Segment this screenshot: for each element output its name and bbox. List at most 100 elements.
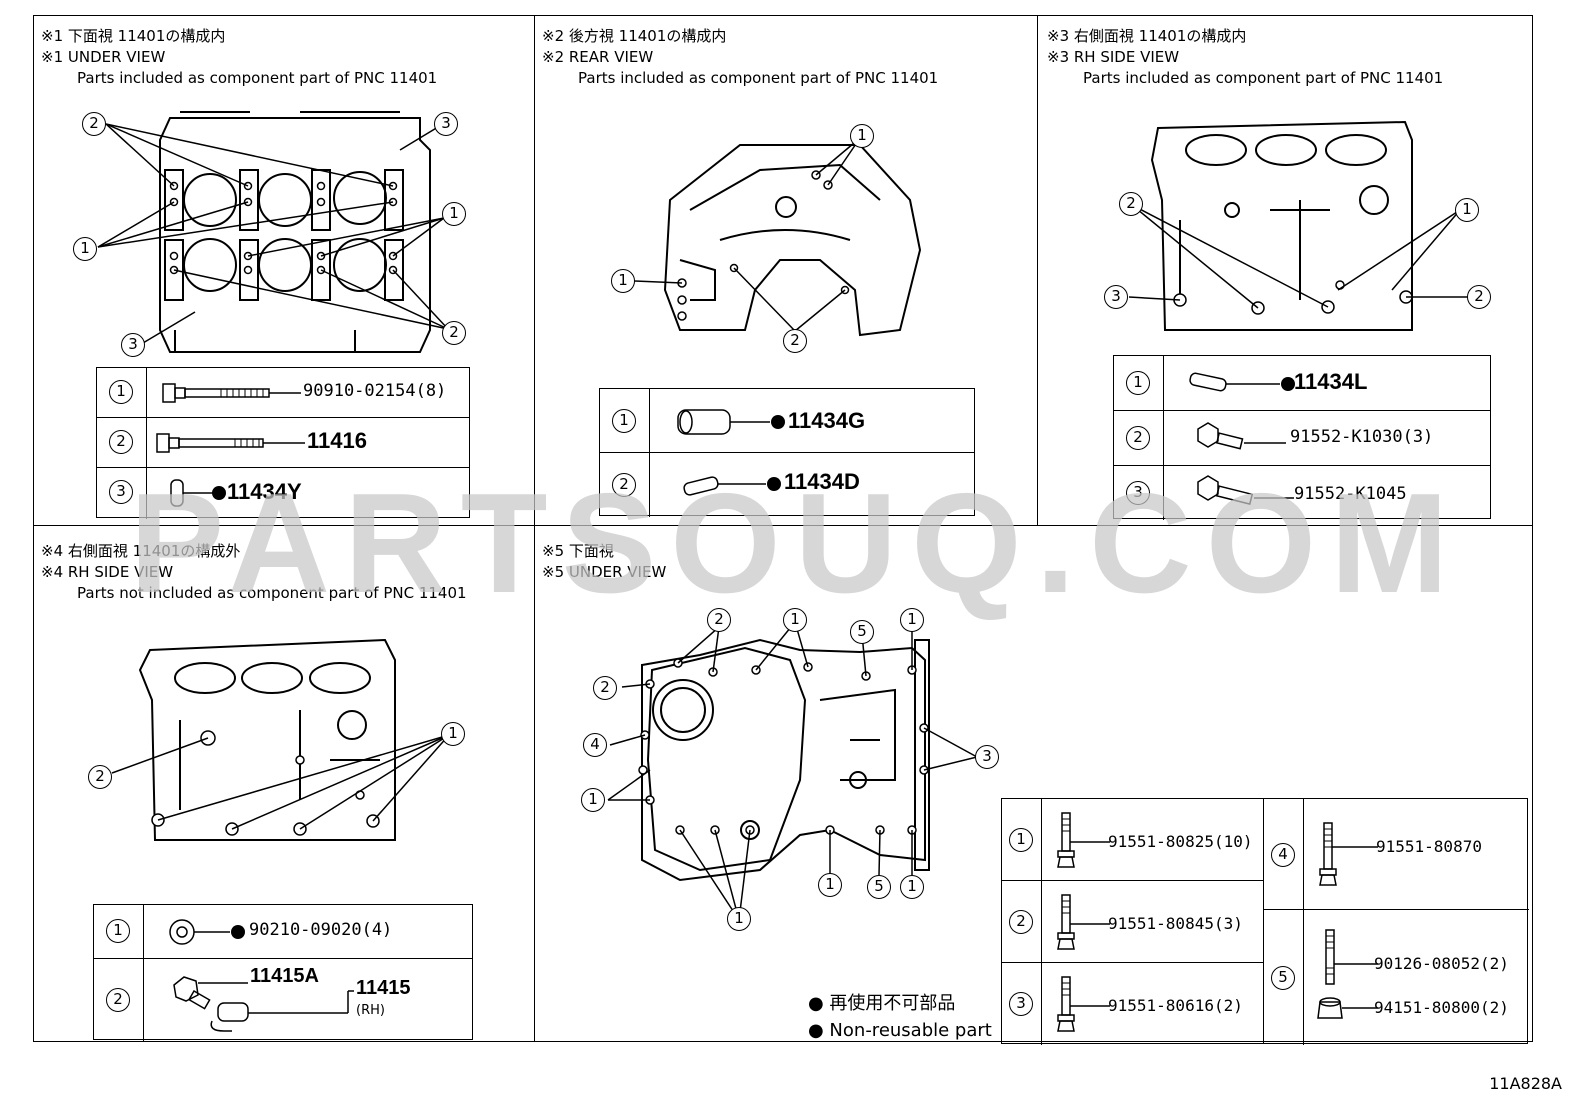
table-row: 3 91552-K1045 (1114, 466, 1490, 520)
panel2-title-jp: ※2 後方視 11401の構成内 (542, 27, 727, 45)
panel1-subtitle: Parts included as component part of PNC … (77, 69, 438, 87)
panel3-parts-table: 1 11434L 2 91552-K1030(3) 3 91552-K1045 (1113, 355, 1491, 520)
panel1-callout-3a: 3 (434, 112, 458, 136)
table-divider (1263, 799, 1264, 1043)
panel4-title-en: ※4 RH SIDE VIEW (41, 563, 174, 581)
divider-vertical-2 (1037, 15, 1038, 525)
diagram-code: 11A828A (1489, 1074, 1562, 1093)
part-number: 11416 (307, 428, 367, 453)
panel3-subtitle: Parts included as component part of PNC … (1083, 69, 1444, 87)
panel1-title-en: ※1 UNDER VIEW (41, 48, 166, 66)
panel5-callout-4: 4 (583, 733, 607, 757)
part-number-sub: 11415A (250, 965, 319, 987)
part-number: 11415 (356, 977, 411, 999)
panel4-subtitle: Parts not included as component part of … (77, 584, 467, 602)
nut-icon (169, 919, 245, 945)
bolt-icon (156, 433, 305, 453)
flange-bolt-icon (1319, 822, 1378, 886)
part-number: 91551-80845(3) (1108, 914, 1243, 933)
panel5-title-jp: ※5 下面視 (542, 542, 614, 560)
panel2-parts-table: 1 11434G 2 11434D (599, 388, 975, 517)
part-number: 11434D (784, 469, 860, 494)
table-row: 2 11416 (97, 418, 469, 468)
panel5-callout-3: 3 (975, 745, 999, 769)
panel5-parts-table: 1 91551-80825(10) 2 91551-80845(3) 3 (1001, 798, 1529, 1045)
table-row: 1 11434L (1114, 356, 1490, 411)
flange-bolt-icon (1197, 422, 1286, 450)
part-number: 94151-80800(2) (1374, 998, 1509, 1017)
table-row: 4 91551-80870 (1264, 799, 1529, 910)
legend-en: ● Non-reusable part (808, 1020, 992, 1041)
panel3-title-en: ※3 RH SIDE VIEW (1047, 48, 1180, 66)
table-row: 2 91552-K1030(3) (1114, 411, 1490, 466)
panel2-callout-2: 2 (783, 329, 807, 353)
part-note: (RH) (356, 1003, 385, 1018)
panel5-callout-2b: 2 (593, 676, 617, 700)
table-row: 2 11434D (600, 453, 974, 517)
panel4-callout-2: 2 (88, 765, 112, 789)
panel3-header: ※3 右側面視 11401の構成内 ※3 RH SIDE VIEW Parts … (1047, 26, 1443, 89)
panel4-header: ※4 右側面視 11401の構成外 ※4 RH SIDE VIEW Parts … (41, 541, 467, 604)
panel1-callout-2a: 2 (82, 112, 106, 136)
divider-vertical-1 (534, 15, 535, 1042)
panel2-callout-1b: 1 (611, 269, 635, 293)
part-number: 11434Y (227, 479, 302, 504)
flange-bolt-icon (1057, 894, 1110, 950)
pin-icon (683, 476, 781, 496)
panel3-callout-1: 1 (1455, 198, 1479, 222)
part-number: 91551-80616(2) (1108, 996, 1243, 1015)
part-number: 91551-80870 (1376, 837, 1482, 856)
bolt-icon (162, 383, 301, 403)
panel5-callout-5b: 5 (867, 875, 891, 899)
panel2-callout-1a: 1 (850, 124, 874, 148)
panel5-callout-1a: 1 (783, 608, 807, 632)
panel3-callout-2a: 2 (1119, 192, 1143, 216)
pin-icon (1189, 372, 1295, 392)
panel3-callout-2b: 2 (1467, 285, 1491, 309)
panel1-callout-2b: 2 (442, 321, 466, 345)
panel2-header: ※2 後方視 11401の構成内 ※2 REAR VIEW Parts incl… (542, 26, 938, 89)
panel1-header: ※1 下面視 11401の構成内 ※1 UNDER VIEW Parts inc… (41, 26, 437, 89)
stud-and-nut-icon (1317, 929, 1378, 1019)
part-number: 90910-02154(8) (303, 381, 447, 401)
table-row: 2 91551-80845(3) (1002, 881, 1264, 963)
panel1-parts-table: 1 90910-02154(8) 2 11416 3 11434Y (96, 367, 470, 519)
diagram-frame (33, 15, 1533, 1042)
table-row: 5 90126-08052(2) 94151-80800(2) (1264, 910, 1529, 1045)
part-number: 11434G (788, 408, 866, 433)
panel1-callout-3b: 3 (121, 333, 145, 357)
table-row: 3 91551-80616(2) (1002, 963, 1264, 1045)
panel1-title-jp: ※1 下面視 11401の構成内 (41, 27, 226, 45)
panel1-callout-1b: 1 (442, 202, 466, 226)
table-row: 1 91551-80825(10) (1002, 799, 1264, 881)
pin-icon (170, 479, 226, 507)
panel5-callout-1d: 1 (818, 873, 842, 897)
table-row: 3 11434Y (97, 468, 469, 519)
table-row: 1 90910-02154(8) (97, 368, 469, 418)
panel3-callout-3: 3 (1104, 285, 1128, 309)
flange-bolt-icon (1057, 812, 1110, 868)
flange-bolt-icon (1197, 475, 1294, 505)
panel4-parts-table: 1 90210-09020(4) 2 11415A 11415 (RH) (93, 904, 473, 1041)
panel5-callout-1c: 1 (581, 788, 605, 812)
panel5-title-en: ※5 UNDER VIEW (542, 563, 667, 581)
panel5-callout-1f: 1 (727, 907, 751, 931)
part-number: 91552-K1030(3) (1290, 427, 1434, 447)
panel2-subtitle: Parts included as component part of PNC … (578, 69, 939, 87)
part-number: 90126-08052(2) (1374, 954, 1509, 973)
sleeve-icon (677, 409, 785, 435)
legend-jp: ● 再使用不可部品 (808, 993, 956, 1014)
part-number: 11434L (1294, 369, 1368, 394)
panel5-header: ※5 下面視 ※5 UNDER VIEW (542, 541, 666, 583)
part-number: 91551-80825(10) (1108, 832, 1253, 851)
panel5-callout-5a: 5 (850, 620, 874, 644)
table-row: 2 11415A 11415 (RH) (94, 959, 472, 1041)
panel3-title-jp: ※3 右側面視 11401の構成内 (1047, 27, 1247, 45)
flange-bolt-icon (1057, 976, 1110, 1032)
panel5-callout-1b: 1 (900, 608, 924, 632)
divider-horizontal (33, 525, 1533, 526)
